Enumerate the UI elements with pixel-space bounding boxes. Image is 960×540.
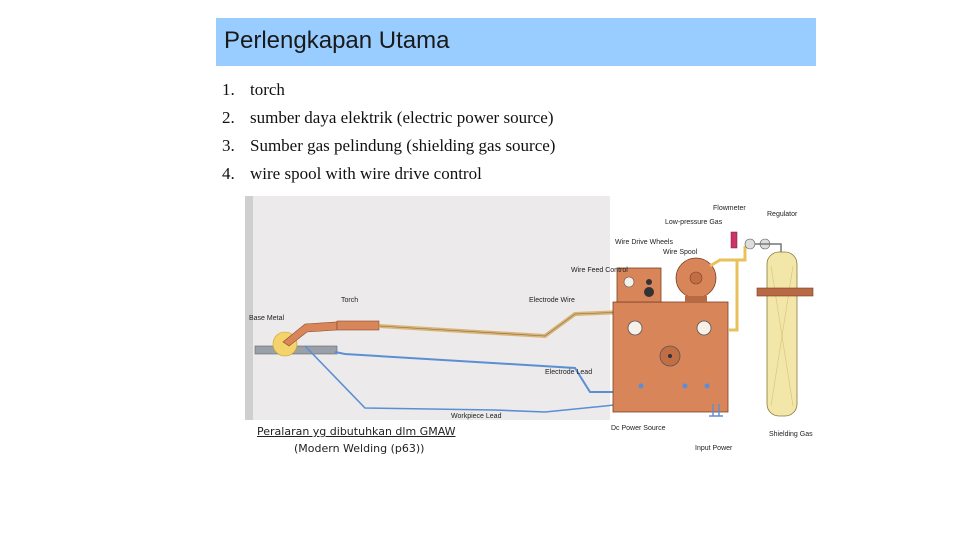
wire-feeder-box [616, 267, 662, 303]
label-workpiece-lead: Workpiece Lead [451, 413, 502, 420]
label-dc-power-source: Dc Power Source [611, 425, 666, 432]
label-wire-drive-wheels: Wire Drive Wheels [615, 239, 673, 246]
equipment-list: 1.torch 2.sumber daya elektrik (electric… [222, 78, 555, 190]
regulator [744, 238, 756, 250]
background-photo [245, 196, 610, 420]
label-torch: Torch [341, 297, 358, 304]
label-electrode-lead: Electrode Lead [545, 369, 592, 376]
label-base-metal: Base Metal [249, 315, 284, 322]
label-electrode-wire: Electrode Wire [529, 297, 575, 304]
label-wire-feed-control: Wire Feed Control [571, 267, 628, 274]
flowmeter [730, 231, 738, 249]
label-flowmeter: Flowmeter [713, 205, 746, 212]
list-item: 3.Sumber gas pelindung (shielding gas so… [222, 136, 556, 155]
input-power-plug [709, 404, 723, 417]
diagram-source: (Modern Welding (p63)) [294, 442, 425, 455]
title-bar: Perlengkapan Utama [216, 18, 816, 66]
label-input-power: Input Power [695, 445, 733, 452]
electrode-lead [334, 351, 613, 393]
diagram-caption: Peralaran yg dibutuhkan dlm GMAW [257, 425, 456, 438]
cylinder-strap [756, 287, 814, 297]
label-wire-spool: Wire Spool [663, 249, 698, 256]
shielding-gas-cylinder [766, 251, 798, 417]
list-item: 2.sumber daya elektrik (electric power s… [222, 108, 554, 127]
list-item: 1.torch [222, 80, 285, 99]
slide-title: Perlengkapan Utama [224, 27, 450, 54]
torch-handle [336, 320, 380, 331]
workpiece-lead [304, 345, 642, 413]
label-shielding-gas: Shielding Gas [769, 431, 813, 438]
label-regulator: Regulator [767, 211, 798, 218]
label-low-pressure-gas: Low-pressure Gas [665, 219, 723, 226]
list-item: 4.wire spool with wire drive control [222, 164, 482, 183]
gmaw-equipment-diagram: Base Metal Torch Electrode Wire Wire Fee… [245, 196, 814, 452]
